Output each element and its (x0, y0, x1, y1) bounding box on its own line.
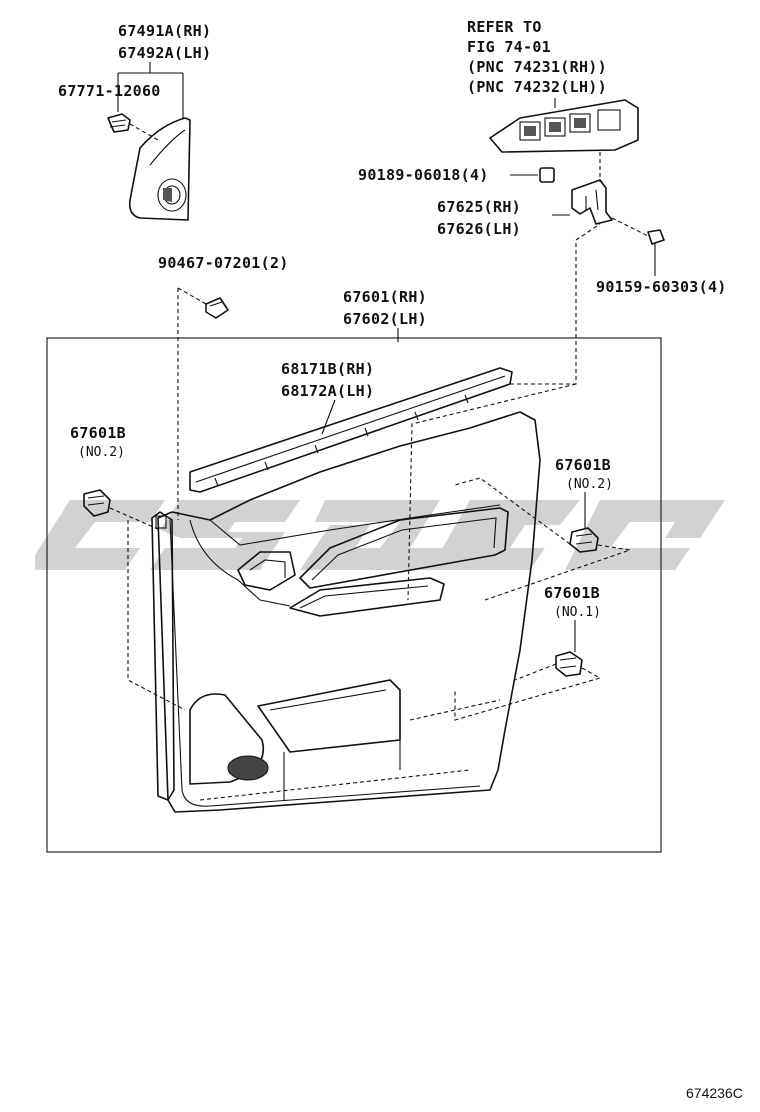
label-weatherstrip-lh: 68172A(LH) (281, 382, 374, 400)
switch-base (489, 99, 639, 153)
label-screw-left: 90467-07201(2) (158, 254, 289, 272)
speaker-grille (227, 755, 269, 781)
figure-reference: 674236C (686, 1085, 743, 1101)
clip-left (83, 489, 111, 517)
label-weatherstrip-rh: 68171B(RH) (281, 360, 374, 378)
label-bracket-lh: 67626(LH) (437, 220, 521, 238)
label-refer-1: REFER TO (467, 18, 542, 36)
panel-assembly-frame (46, 337, 662, 853)
nut (539, 167, 555, 183)
label-refer-4: (PNC 74232(LH)) (467, 78, 607, 96)
clip-top (107, 113, 131, 133)
label-trim-upper-lh: 67492A(LH) (118, 44, 211, 62)
switch-bracket (571, 179, 613, 225)
label-bracket-rh: 67625(RH) (437, 198, 521, 216)
door-trim-panel (151, 411, 541, 813)
screw-left (205, 297, 229, 319)
screw-right (647, 229, 665, 245)
label-panel-lh: 67602(LH) (343, 310, 427, 328)
watermark-logo (35, 500, 725, 570)
label-trim-upper-rh: 67491A(RH) (118, 22, 211, 40)
label-clip-right-upper-no: (NO.2) (566, 477, 613, 492)
label-clip-left-no: (NO.2) (78, 445, 125, 460)
label-clip-left-code: 67601B (70, 424, 126, 442)
clip-right-lower (555, 651, 583, 677)
label-screw-right: 90159-60303(4) (596, 278, 727, 296)
label-clip-right-upper-code: 67601B (555, 456, 611, 474)
label-refer-2: FIG 74-01 (467, 38, 551, 56)
label-clip-top: 67771-12060 (58, 82, 161, 100)
label-nut: 90189-06018(4) (358, 166, 489, 184)
upper-trim-piece (128, 117, 191, 221)
label-refer-3: (PNC 74231(RH)) (467, 58, 607, 76)
label-clip-right-lower-no: (NO.1) (554, 605, 601, 620)
label-panel-rh: 67601(RH) (343, 288, 427, 306)
label-clip-right-lower-code: 67601B (544, 584, 600, 602)
